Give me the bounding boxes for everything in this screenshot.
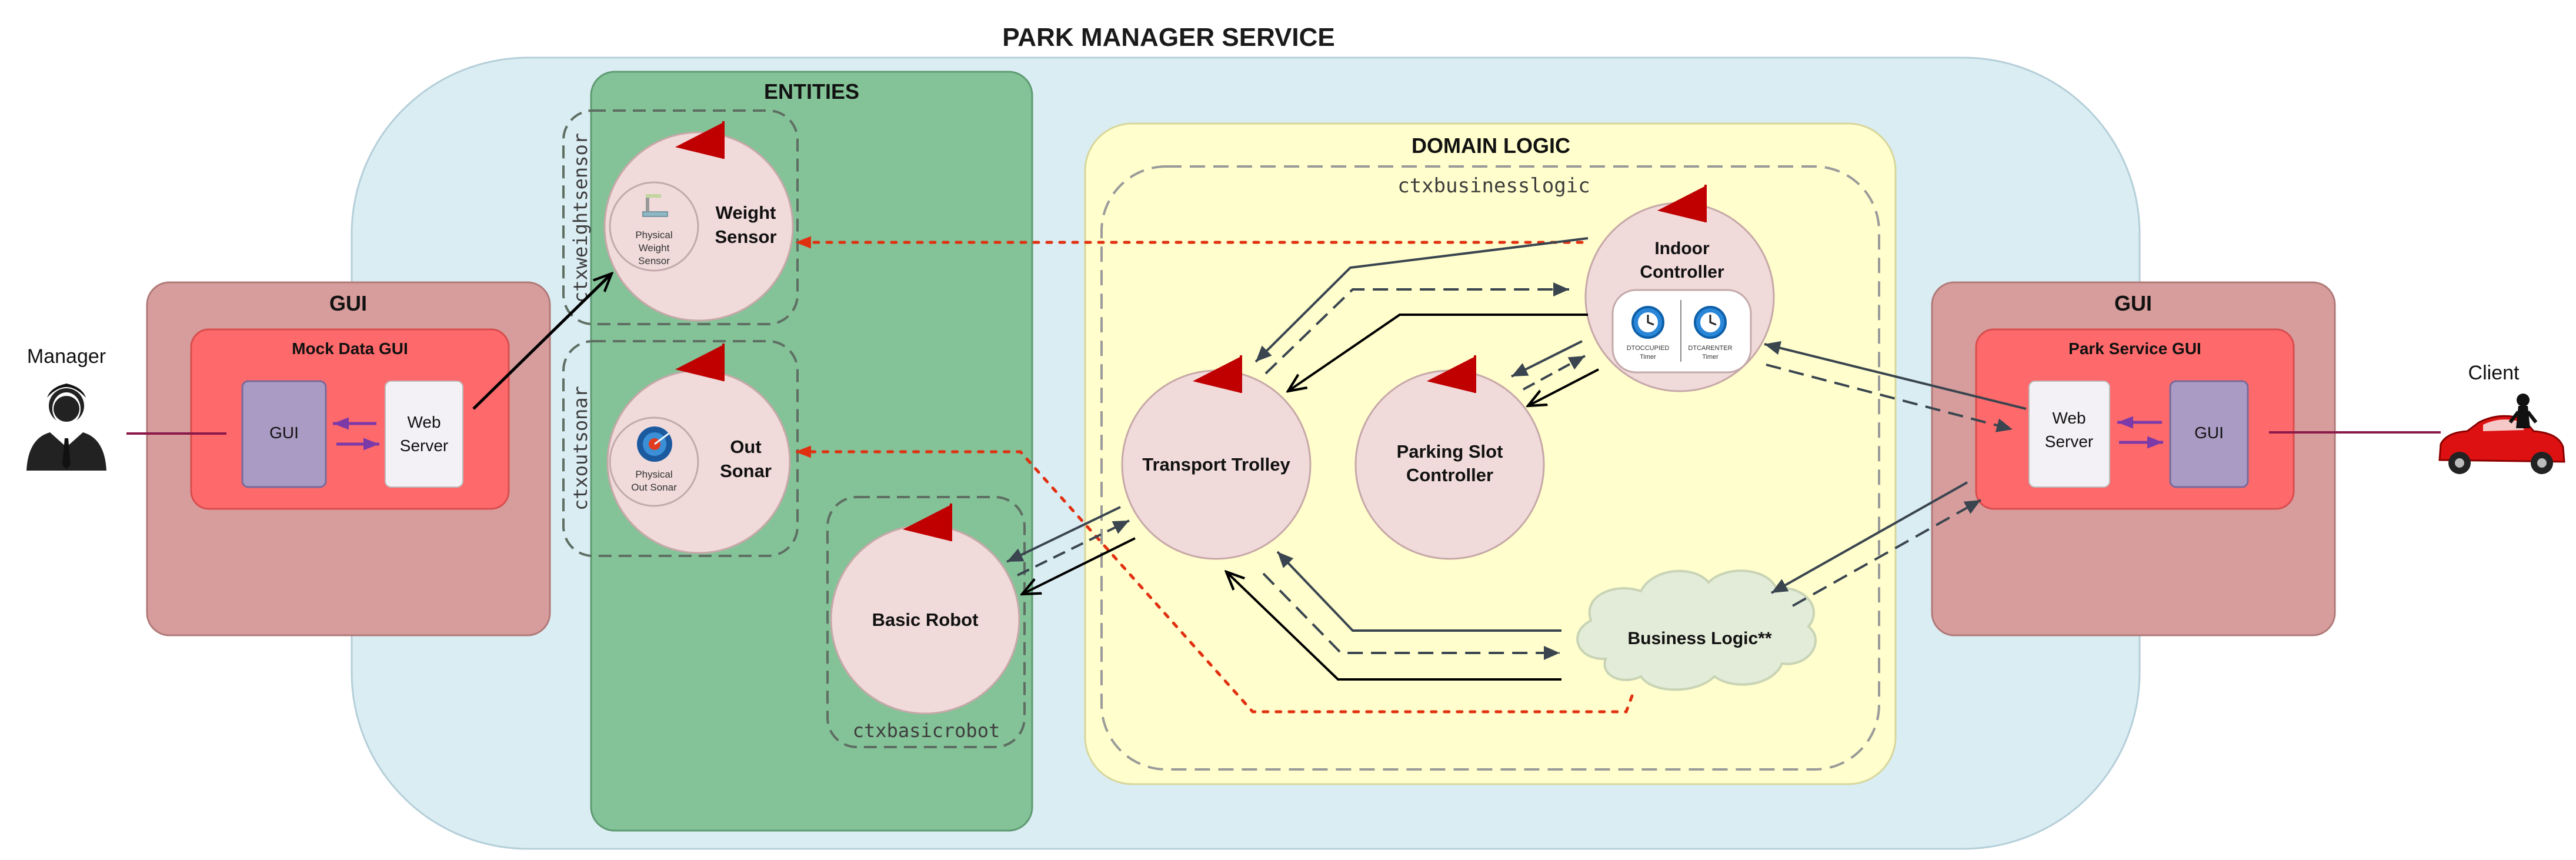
manager-actor: Manager [26,345,226,471]
left-server-label-line2: Server [400,436,448,455]
edge-robot-to-trolley [1017,519,1130,576]
left-server-label-line1: Web [407,413,441,431]
business-logic-label: Business Logic** [1627,629,1771,648]
alarm-clock-icon [1694,306,1727,339]
edge-trolley-to-indoor [1264,282,1569,375]
weight-device-line2: Weight [639,242,670,254]
transport-trolley-actor: Transport Trolley [1121,354,1312,560]
person-icon [26,384,106,471]
parking-slot-controller-actor: Parking Slot Controller [1354,354,1545,560]
left-gui-panel: GUI Mock Data GUI GUI Web Server [146,281,551,636]
timer2-label-line2: Timer [1702,354,1719,361]
domain-logic-title: DOMAIN LOGIC [1412,134,1570,158]
out-sonar-context-label: ctxoutsonar [569,386,592,511]
client-actor: Client [2269,362,2565,474]
right-gui-panel: GUI Park Service GUI Web Server GUI [1931,281,2336,636]
out-sonar-context: ctxoutsonar [562,340,799,557]
manager-label: Manager [27,345,106,368]
parking-slot-label-line2: Controller [1406,465,1493,485]
out-sonar-actor: Physical Out Sonar Out Sonar [606,342,791,554]
transport-trolley-label: Transport Trolley [1142,454,1290,475]
weight-device-line3: Sensor [638,255,670,266]
right-gui-box[interactable] [2169,380,2249,488]
sonar-icon [637,426,672,462]
weight-sensor-actor: Physical Weight Sensor Weight Sensor [603,120,794,322]
diagram-title: PARK MANAGER SERVICE [1002,23,1335,52]
edge-slot-to-indoor [1523,355,1586,391]
edge-trolley-to-business [1262,572,1560,660]
indoor-controller-label-line1: Indoor [1654,239,1710,258]
edge-server-to-weight-sensor [472,274,612,410]
weight-sensor-context-label: ctxweightsensor [569,133,592,303]
basic-robot-label: Basic Robot [872,609,979,630]
business-logic-context [1100,165,1880,771]
timer2-label-line1: DTCARENTER [1688,345,1732,352]
left-gui-box[interactable] [241,380,327,488]
edge-business-logic-to-out-sonar [793,445,1634,714]
left-gui-label: GUI [269,424,299,442]
sonar-device-line2: Out Sonar [631,482,677,493]
weight-sensor-label-line2: Sensor [715,226,776,247]
right-web-server-box[interactable] [2028,381,2110,488]
edge-business-to-trolley-1 [1276,551,1561,632]
scale-icon [642,194,668,217]
basic-robot-context: ctxbasicrobot [826,496,1026,748]
sonar-device-line1: Physical [635,469,672,480]
park-service-gui-title: Park Service GUI [2068,339,2201,358]
weight-sensor-context: ctxweightsensor [562,109,799,325]
car-icon [2438,394,2565,474]
client-label: Client [2468,362,2520,384]
out-sonar-label-line1: Out [730,436,761,457]
edge-indoor-to-trolley-1 [1254,237,1589,363]
weight-device-line1: Physical [635,229,672,241]
edge-indoor-to-trolley-2 [1288,314,1588,391]
out-sonar-label-line2: Sonar [720,461,772,481]
edge-business-to-server [1792,499,1981,607]
right-gui-title: GUI [2114,291,2152,315]
edge-trolley-to-robot-2 [1022,537,1136,594]
left-gui-title: GUI [329,291,367,315]
business-logic-cloud: Business Logic** [1576,569,1817,691]
basic-robot-actor: Basic Robot [830,502,1020,715]
basic-robot-context-label: ctxbasicrobot [853,719,1000,742]
mock-data-gui-title: Mock Data GUI [292,339,408,358]
indoor-controller-label-line2: Controller [1640,262,1724,282]
entities-title: ENTITIES [764,79,859,104]
parking-slot-label-line1: Parking Slot [1397,441,1503,462]
edge-indoor-to-slot-2 [1528,368,1599,406]
edge-trolley-to-robot-1 [1006,506,1121,563]
right-server-label-line2: Server [2045,432,2093,451]
business-logic-context-label: ctxbusinesslogic [1397,174,1590,198]
timer1-label-line1: DTOCCUPIED [1627,345,1670,352]
alarm-clock-icon [1631,306,1664,339]
edge-business-to-trolley-2 [1226,572,1561,681]
indoor-controller-actor: Indoor Controller DTOCCUPIED Timer DTCAR… [1584,184,1775,392]
timer1-label-line2: Timer [1640,354,1656,361]
right-server-label-line1: Web [2052,409,2086,427]
left-web-server-box[interactable] [385,381,463,488]
edge-indoor-to-slot-1 [1511,340,1583,378]
edge-server-to-indoor [1764,341,2027,410]
edge-indoor-to-server [1766,364,2013,432]
right-gui-label: GUI [2194,424,2224,442]
weight-sensor-label-line1: Weight [716,202,776,223]
edge-server-to-business [1771,481,1968,594]
